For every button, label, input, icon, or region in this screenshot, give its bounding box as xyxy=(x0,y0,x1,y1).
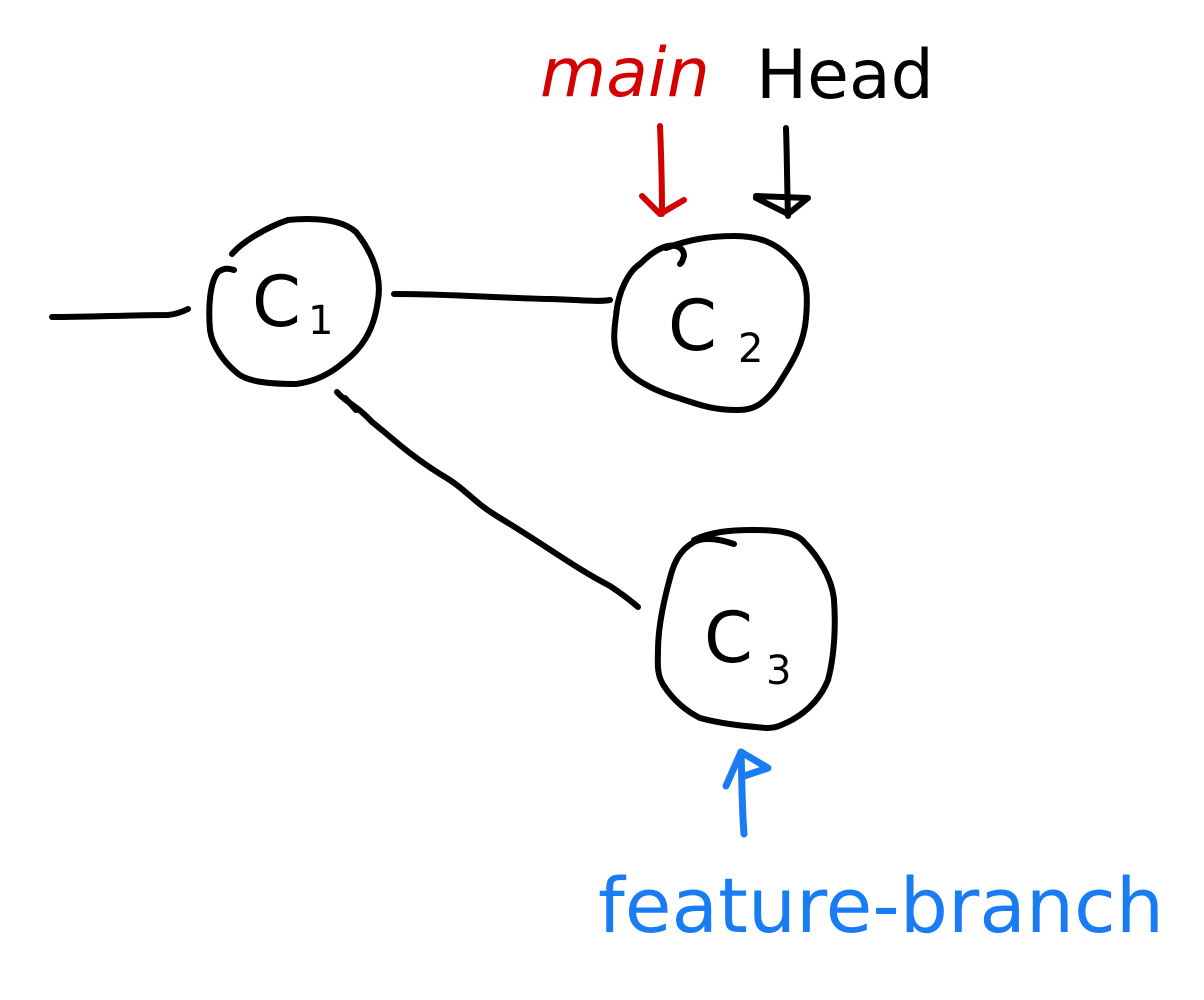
commit-c3-subscript: 3 xyxy=(766,648,791,694)
edge-c1-c3-tick xyxy=(342,395,359,413)
commit-c3-label: C xyxy=(704,597,753,679)
commit-c1-label: C xyxy=(252,261,301,343)
commit-c1: C 1 xyxy=(206,216,382,387)
edge-c1-c2 xyxy=(391,291,613,304)
feature-branch-arrow-head xyxy=(722,748,772,790)
head-arrow-head xyxy=(753,193,811,217)
commit-c2: C 2 xyxy=(611,233,810,413)
history-line xyxy=(49,306,191,320)
commit-c3: C 3 xyxy=(654,527,838,731)
commit-c3-circle xyxy=(654,527,838,731)
main-arrow-head xyxy=(639,193,687,217)
main-arrow xyxy=(639,123,687,217)
head-arrow-shaft xyxy=(783,125,791,219)
head-label: Head xyxy=(756,36,934,115)
feature-branch-arrow xyxy=(722,748,772,838)
edge-c1-c3 xyxy=(334,389,641,610)
feature-branch-label: feature-branch xyxy=(598,861,1164,950)
feature-branch-arrow-shaft xyxy=(737,748,748,838)
commit-c1-subscript: 1 xyxy=(308,298,333,344)
main-arrow-shaft xyxy=(657,123,665,217)
main-branch-label: main xyxy=(540,34,710,113)
commit-c2-subscript: 2 xyxy=(738,326,763,372)
head-arrow xyxy=(753,125,811,219)
commit-c2-circle xyxy=(611,233,810,413)
commit-c1-circle xyxy=(206,216,382,387)
commit-c2-label: C xyxy=(668,285,717,367)
